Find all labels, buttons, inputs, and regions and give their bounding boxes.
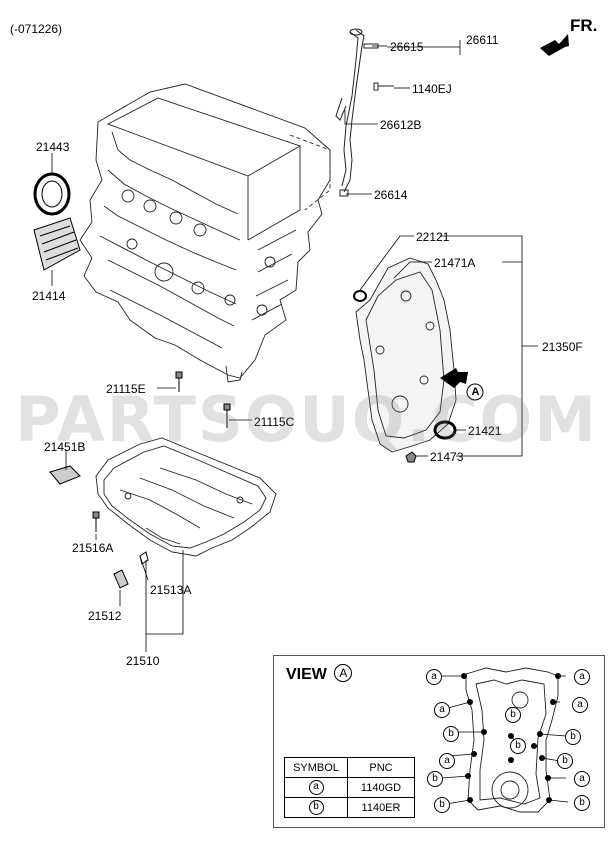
- front-direction-label: FR.: [570, 16, 598, 35]
- label-21516A[interactable]: 21516A: [72, 541, 114, 555]
- view-title-letter: A: [334, 664, 353, 682]
- revision-code: (-071226): [10, 22, 63, 36]
- pnc-value[interactable]: 1140GD: [347, 777, 415, 798]
- timing-chain-cover: [355, 257, 457, 453]
- drain-gasket: [139, 551, 149, 565]
- drain-plug: [113, 569, 129, 589]
- callout-b[interactable]: b: [510, 738, 526, 754]
- callout-a[interactable]: a: [439, 753, 455, 769]
- pnc-value[interactable]: 1140ER: [347, 797, 415, 818]
- callout-b[interactable]: b: [557, 753, 573, 769]
- baffle-plate: [49, 465, 81, 485]
- engine-block: [79, 83, 331, 383]
- label-26612B[interactable]: 26612B: [380, 118, 422, 132]
- callout-b[interactable]: b: [565, 729, 581, 745]
- nut-21473: [405, 451, 417, 463]
- label-1140EJ[interactable]: 1140EJ: [412, 82, 452, 96]
- label-26614[interactable]: 26614: [374, 188, 408, 202]
- view-title-text: VIEW: [286, 666, 327, 683]
- callout-a[interactable]: a: [426, 669, 442, 685]
- label-26611[interactable]: 26611: [466, 33, 499, 47]
- bolt-21115E: [175, 371, 183, 392]
- front-arrow-icon: [540, 34, 569, 56]
- callout-b[interactable]: b: [434, 797, 450, 813]
- label-21115C[interactable]: 21115C: [254, 415, 295, 429]
- table-row: b 1140ER: [284, 797, 415, 818]
- symbol-header: SYMBOL: [284, 757, 348, 778]
- label-21513A[interactable]: 21513A: [150, 583, 192, 597]
- callout-b[interactable]: b: [443, 726, 459, 742]
- label-21350F[interactable]: 21350F: [542, 340, 583, 354]
- seal-case: [33, 217, 81, 271]
- bolt-21115C: [223, 403, 231, 428]
- label-21510[interactable]: 21510: [126, 654, 160, 668]
- symbol-b: b: [308, 800, 324, 815]
- callout-a[interactable]: a: [574, 669, 590, 685]
- callout-a[interactable]: a: [572, 697, 588, 713]
- view-a-leaders: [440, 675, 569, 805]
- view-a-panel: VIEW A SYMBOL PNC a 1140GD b 1140ER: [273, 655, 605, 828]
- table-row: a 1140GD: [284, 777, 415, 798]
- callout-b[interactable]: b: [505, 707, 521, 723]
- callout-a[interactable]: a: [574, 771, 590, 787]
- symbol-table: SYMBOL PNC a 1140GD b 1140ER: [284, 757, 415, 818]
- label-21451B[interactable]: 21451B: [44, 440, 86, 454]
- view-a-arrow-icon: [440, 368, 484, 401]
- label-21421[interactable]: 21421: [468, 424, 502, 438]
- view-a-marker[interactable]: A: [471, 386, 480, 398]
- view-title: VIEW A: [286, 664, 353, 684]
- callout-b[interactable]: b: [574, 795, 590, 811]
- leader-lines: [51, 40, 538, 652]
- label-21471A[interactable]: 21471A: [434, 256, 476, 270]
- label-21512[interactable]: 21512: [88, 609, 122, 623]
- rear-oil-seal: [33, 172, 71, 216]
- label-26615[interactable]: 26615: [390, 40, 424, 54]
- bolt-21516A: [92, 511, 100, 532]
- label-21443[interactable]: 21443: [36, 140, 70, 154]
- callout-a[interactable]: a: [434, 702, 450, 718]
- label-22121[interactable]: 22121: [416, 230, 450, 244]
- symbol-a: a: [308, 780, 324, 795]
- callout-b[interactable]: b: [427, 771, 443, 787]
- o-ring-22121: [353, 290, 367, 302]
- pnc-header: PNC: [347, 757, 415, 778]
- label-21473[interactable]: 21473: [430, 450, 464, 464]
- label-21115E[interactable]: 21115E: [106, 382, 146, 396]
- label-21414[interactable]: 21414: [32, 289, 66, 303]
- oil-pan: [95, 437, 277, 557]
